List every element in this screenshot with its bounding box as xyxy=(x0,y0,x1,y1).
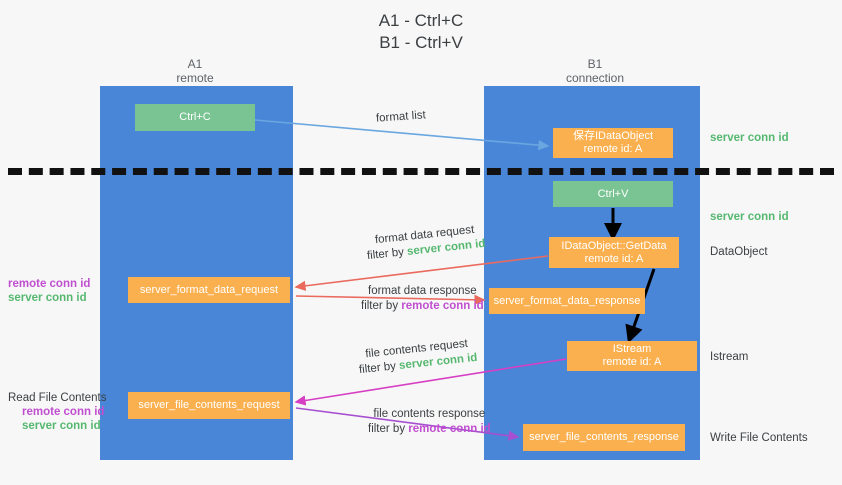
annotation-istream: Istream xyxy=(710,351,749,363)
edge-label-format-list-text: format list xyxy=(375,109,427,125)
filter-value-remote-conn-id-2: remote conn id xyxy=(408,423,491,435)
column-b1-name: B1 xyxy=(587,57,603,71)
edge-label-format-data-response: format data response filter by remote co… xyxy=(361,284,484,314)
annotation-read-file-contents: Read File Contents xyxy=(8,392,107,404)
node-server-file-contents-response[interactable]: server_file_contents_response xyxy=(523,424,685,451)
edge-label-file-contents-response-text: file contents response xyxy=(373,408,486,420)
annotation-conn-ids-format: remote conn id server conn id xyxy=(8,277,90,305)
arrow-format-data-response xyxy=(295,294,486,305)
node-server-format-data-response[interactable]: server_format_data_response xyxy=(489,288,645,314)
arrow-file-contents-response xyxy=(295,407,520,441)
node-ctrl-c[interactable]: Ctrl+C xyxy=(135,104,255,131)
node-idataobject-getdata-line2: remote id: A xyxy=(584,252,644,265)
node-ctrl-c-label: Ctrl+C xyxy=(179,111,211,123)
page-title: A1 - Ctrl+C B1 - Ctrl+V xyxy=(0,10,842,54)
node-idataobject-getdata[interactable]: IDataObject::GetData remote id: A xyxy=(549,237,679,268)
column-a1-role: remote xyxy=(176,71,214,85)
annotation-read-file-contents-group: Read File Contents remote conn id server… xyxy=(8,391,106,433)
node-server-format-data-request-label: server_format_data_request xyxy=(139,283,279,296)
node-server-format-data-response-label: server_format_data_response xyxy=(493,294,641,307)
node-server-file-contents-response-label: server_file_contents_response xyxy=(529,431,679,443)
edge-label-file-contents-response: file contents response filter by remote … xyxy=(368,407,491,437)
node-save-idataobject-line2: remote id: A xyxy=(583,143,643,155)
edge-label-format-data-response-text: format data response xyxy=(368,285,477,297)
arrow-format-list xyxy=(254,119,550,151)
node-ctrl-v[interactable]: Ctrl+V xyxy=(553,181,673,207)
node-idataobject-getdata-line1: IDataObject::GetData xyxy=(561,239,667,252)
node-server-file-contents-request-label: server_file_contents_request xyxy=(138,399,280,411)
node-server-format-data-request[interactable]: server_format_data_request xyxy=(128,277,290,303)
phase-divider xyxy=(8,168,834,175)
annotation-remote-conn-id-1: remote conn id xyxy=(8,278,91,290)
annotation-server-conn-id-1: server conn id xyxy=(8,292,87,304)
node-istream[interactable]: IStream remote id: A xyxy=(567,341,697,371)
filter-by-text-1: filter by xyxy=(366,246,405,263)
annotation-server-conn-id-mid: server conn id xyxy=(710,211,789,223)
annotation-remote-conn-id-2: remote conn id xyxy=(22,406,105,418)
filter-value-remote-conn-id-1: remote conn id xyxy=(401,300,484,312)
annotation-dataobject: DataObject xyxy=(710,246,768,258)
title-line-1: A1 - Ctrl+C xyxy=(378,11,464,30)
annotation-write-file-contents: Write File Contents xyxy=(710,432,808,444)
arrow-file-contents-request xyxy=(294,358,567,406)
filter-by-text-2: filter by xyxy=(361,300,399,312)
node-ctrl-v-label: Ctrl+V xyxy=(597,187,629,200)
column-header-a1: A1 remote xyxy=(130,57,260,85)
edge-filter-file-contents-response: filter by remote conn id xyxy=(368,422,491,437)
node-save-idataobject[interactable]: 保存IDataObject remote id: A xyxy=(553,128,673,158)
arrow-format-data-request xyxy=(294,255,549,291)
edge-filter-format-data-response: filter by remote conn id xyxy=(361,299,484,314)
node-istream-line1: IStream xyxy=(612,343,652,355)
column-b1-role: connection xyxy=(565,71,625,85)
node-server-file-contents-request[interactable]: server_file_contents_request xyxy=(128,392,290,419)
filter-by-text-4: filter by xyxy=(368,423,406,435)
title-line-2: B1 - Ctrl+V xyxy=(379,33,463,52)
annotation-server-conn-id-top: server conn id xyxy=(710,132,789,144)
filter-by-text-3: filter by xyxy=(358,360,397,377)
column-header-b1: B1 connection xyxy=(530,57,660,85)
node-istream-line2: remote id: A xyxy=(602,356,662,368)
annotation-server-conn-id-2: server conn id xyxy=(22,420,101,432)
column-a1-name: A1 xyxy=(187,57,203,71)
node-save-idataobject-line1: 保存IDataObject xyxy=(572,130,654,142)
